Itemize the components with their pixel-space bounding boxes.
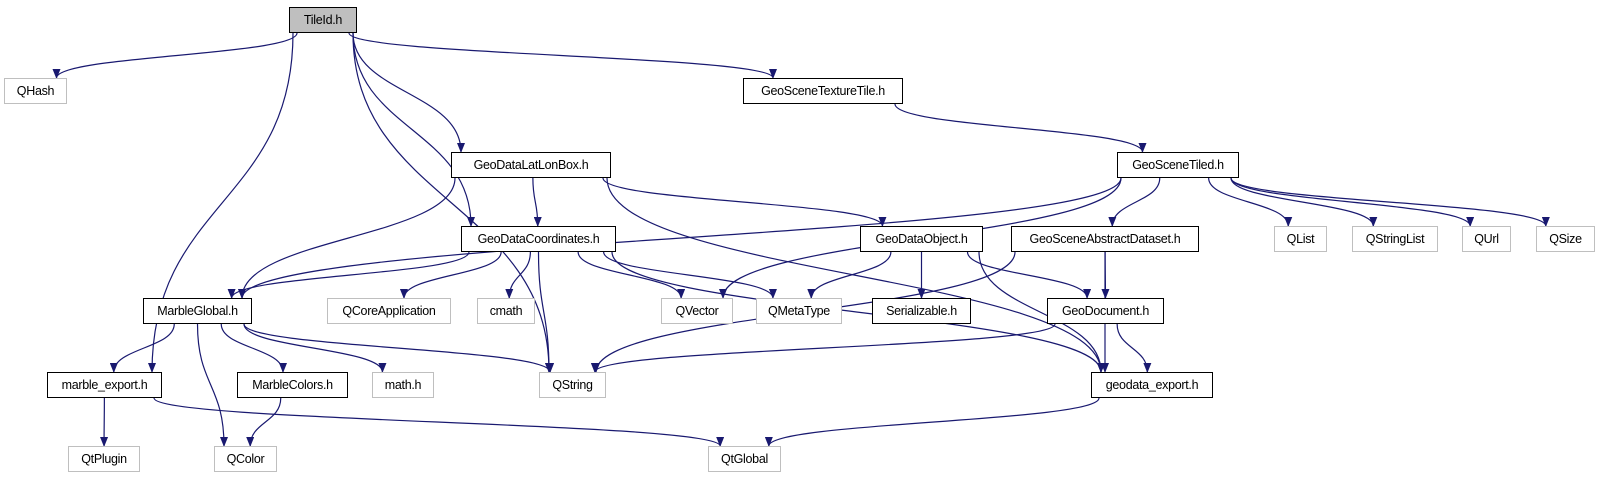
edge-latlonbox-to-marbleglobal xyxy=(238,177,456,299)
node-qstringlist: QStringList xyxy=(1352,226,1438,252)
edge-coords-to-qvector xyxy=(577,251,686,299)
edge-coords-to-qstring xyxy=(537,251,553,373)
node-qhash: QHash xyxy=(4,78,67,104)
node-marblecolors[interactable]: MarbleColors.h xyxy=(237,372,348,398)
edge-tileid-to-coords xyxy=(352,32,475,227)
edge-latlonbox-to-dataobject xyxy=(602,177,887,227)
node-qlist: QList xyxy=(1274,226,1327,252)
node-serializable[interactable]: Serializable.h xyxy=(872,298,971,324)
edge-scenetiled-to-qurl xyxy=(1230,177,1475,227)
edge-marbleglobal-to-marblecolors xyxy=(220,323,287,373)
node-latlonbox[interactable]: GeoDataLatLonBox.h xyxy=(451,152,611,178)
node-qvector: QVector xyxy=(661,298,733,324)
edge-marbleglobal-to-qcolor xyxy=(196,323,228,447)
edge-tileid-to-qstring xyxy=(352,32,553,373)
edge-tileid-to-texturetile xyxy=(348,32,777,79)
edge-texturetile-to-scenetiled xyxy=(894,103,1147,153)
node-marbleglobal[interactable]: MarbleGlobal.h xyxy=(143,298,252,324)
edge-coords-to-qcoreapp xyxy=(399,251,502,299)
node-scenetiled[interactable]: GeoSceneTiled.h xyxy=(1117,152,1239,178)
edge-marblecolors-to-qcolor xyxy=(246,397,282,447)
node-absdataset[interactable]: GeoSceneAbstractDataset.h xyxy=(1011,226,1199,252)
node-mathh: math.h xyxy=(372,372,434,398)
node-dataobject[interactable]: GeoDataObject.h xyxy=(860,226,983,252)
node-qurl: QUrl xyxy=(1462,226,1511,252)
edge-geodataexport-to-qtglobal xyxy=(764,397,1100,447)
edge-marbleglobal-to-marbleexport xyxy=(109,323,175,373)
node-qstring: QString xyxy=(539,372,606,398)
edge-tileid-to-qhash xyxy=(52,32,298,79)
edge-coords-to-cmath xyxy=(505,251,531,299)
edge-dataobject-to-geodataexport xyxy=(978,251,1105,373)
edge-scenetiled-to-qsize xyxy=(1230,177,1550,227)
edge-geodocument-to-qstring xyxy=(591,323,1056,373)
node-cmath: cmath xyxy=(477,298,535,324)
edge-marbleglobal-to-mathh xyxy=(243,323,387,373)
node-geodataexport[interactable]: geodata_export.h xyxy=(1091,372,1213,398)
node-qtplugin: QtPlugin xyxy=(68,446,140,472)
edge-marbleglobal-to-qstring xyxy=(243,323,555,373)
edge-latlonbox-to-coords xyxy=(532,177,542,227)
edge-tileid-to-latlonbox xyxy=(352,32,465,153)
edge-scenetiled-to-absdataset xyxy=(1108,177,1161,227)
node-geodocument[interactable]: GeoDocument.h xyxy=(1047,298,1164,324)
node-texturetile[interactable]: GeoSceneTextureTile.h xyxy=(743,78,903,104)
edge-coords-to-marbleglobal xyxy=(227,251,470,299)
edge-dataobject-to-geodocument xyxy=(966,251,1092,299)
edge-geodocument-to-geodataexport xyxy=(1116,323,1152,373)
node-qsize: QSize xyxy=(1536,226,1595,252)
node-qmetatype: QMetaType xyxy=(756,298,842,324)
edge-coords-to-geodataexport xyxy=(611,251,1105,373)
node-qcoreapp: QCoreApplication xyxy=(327,298,451,324)
edge-dataobject-to-qmetatype xyxy=(807,251,892,299)
edge-marbleexport-to-qtglobal xyxy=(153,397,724,447)
edge-scenetiled-to-qlist xyxy=(1208,177,1293,227)
edge-coords-to-qmetatype xyxy=(603,251,777,299)
node-coords[interactable]: GeoDataCoordinates.h xyxy=(461,226,616,252)
node-qtglobal: QtGlobal xyxy=(708,446,781,472)
node-tileid[interactable]: TileId.h xyxy=(289,7,357,33)
edge-scenetiled-to-marbleglobal xyxy=(238,177,1122,299)
node-qcolor: QColor xyxy=(214,446,277,472)
edge-latlonbox-to-geodataexport xyxy=(606,177,1105,373)
edge-scenetiled-to-qstringlist xyxy=(1230,177,1378,227)
node-marbleexport[interactable]: marble_export.h xyxy=(47,372,162,398)
